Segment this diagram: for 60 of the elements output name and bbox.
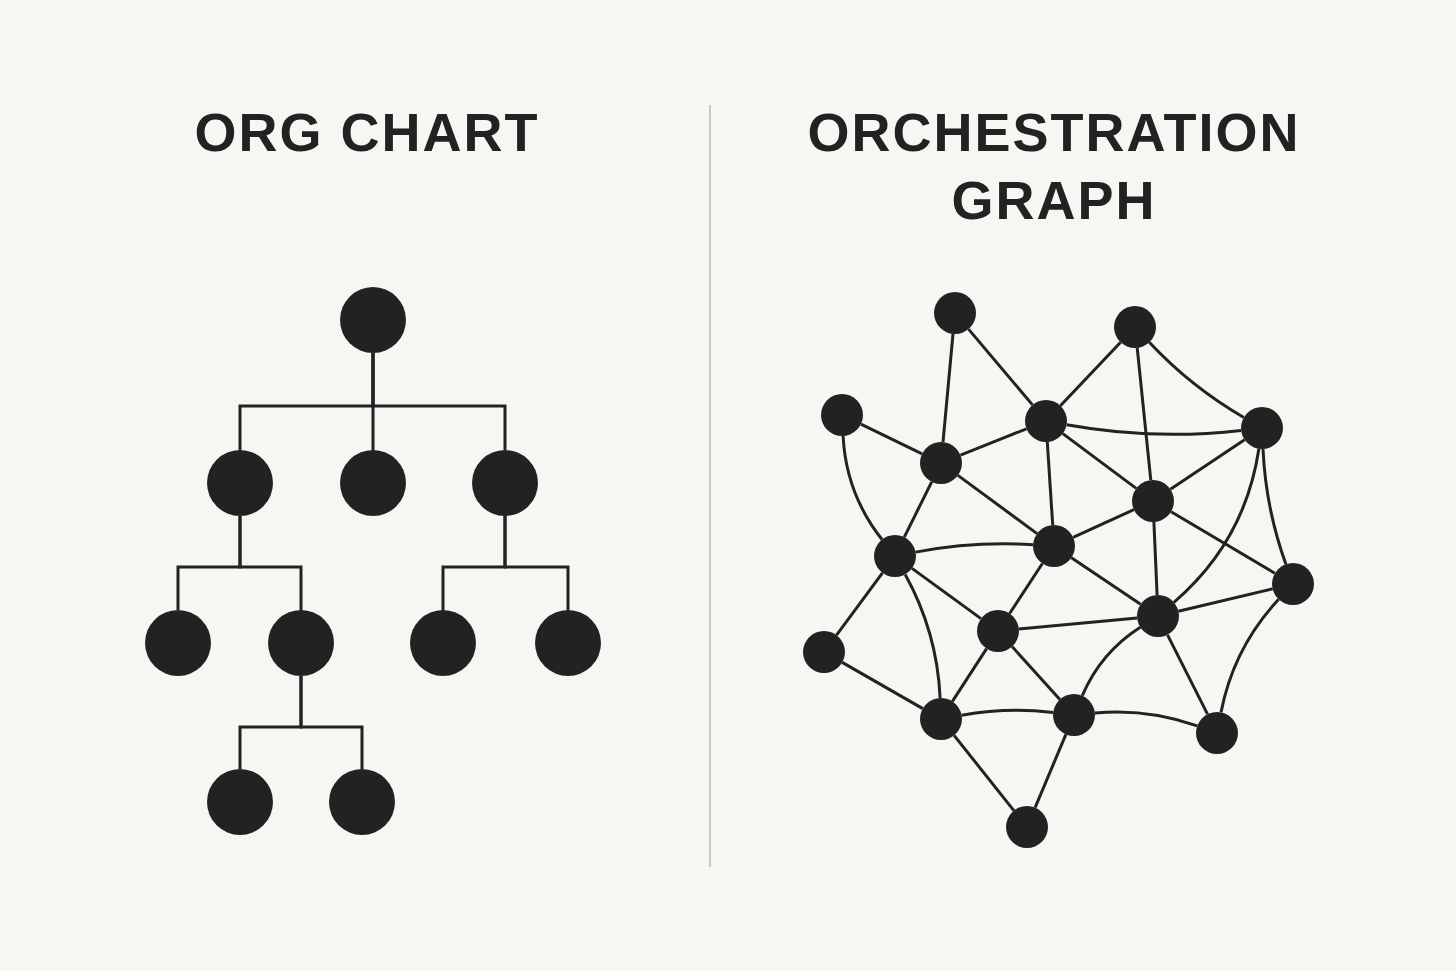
connector-line xyxy=(1178,587,1273,613)
node-circle xyxy=(977,610,1019,652)
node-circle xyxy=(1132,480,1174,522)
node-circle xyxy=(920,698,962,740)
node-circle xyxy=(1272,563,1314,605)
node-circle xyxy=(821,394,863,436)
connector-line xyxy=(961,708,1054,717)
connector-line xyxy=(1070,556,1142,606)
node-circle xyxy=(1053,694,1095,736)
connector-line xyxy=(371,353,507,450)
connector-line xyxy=(1018,616,1138,631)
connector-line xyxy=(299,676,364,769)
connector-line xyxy=(1061,432,1138,490)
connector-line xyxy=(1072,508,1135,539)
connector-line xyxy=(1033,733,1068,809)
connector-line xyxy=(967,328,1034,406)
panel-heading: ORCHESTRATION GRAPH xyxy=(806,101,1302,232)
connector-line xyxy=(915,542,1034,554)
connector-line xyxy=(1080,626,1142,697)
connector-line xyxy=(951,647,988,703)
connector-line xyxy=(860,422,923,456)
connector-line xyxy=(238,516,303,610)
connector-line xyxy=(1172,448,1261,604)
connector-line xyxy=(1066,423,1242,436)
node-circle xyxy=(874,535,916,577)
connector-line xyxy=(1135,347,1153,481)
connector-line xyxy=(841,661,924,710)
connector-line xyxy=(911,567,982,620)
connector-line xyxy=(1008,562,1044,615)
connector-line xyxy=(959,427,1028,457)
connector-line xyxy=(1045,441,1055,526)
connector-line xyxy=(902,481,934,538)
node-circle xyxy=(1196,712,1238,754)
connector-line xyxy=(1166,634,1209,715)
connector-line xyxy=(1261,448,1288,565)
node-circle xyxy=(1114,306,1156,348)
connector-line xyxy=(1170,510,1276,575)
connector-line xyxy=(503,516,570,610)
panel-heading: ORG CHART xyxy=(193,101,541,164)
node-circle xyxy=(1033,525,1075,567)
node-circle xyxy=(1137,595,1179,637)
connector-line xyxy=(1152,521,1159,596)
node-circle xyxy=(920,442,962,484)
connector-line xyxy=(1219,598,1280,713)
connector-line xyxy=(1094,710,1198,728)
connector-line xyxy=(841,435,884,541)
connector-line xyxy=(903,573,942,699)
connector-line xyxy=(957,474,1038,535)
connector-line xyxy=(1148,341,1245,419)
connector-line xyxy=(952,734,1016,812)
node-circle xyxy=(1006,806,1048,848)
connector-line xyxy=(1011,645,1061,701)
node-circle xyxy=(934,292,976,334)
node-circle xyxy=(1025,400,1067,442)
connector-line xyxy=(835,572,884,636)
connector-line xyxy=(1169,438,1246,491)
connector-line xyxy=(941,333,955,443)
node-circle xyxy=(803,631,845,673)
node-circle xyxy=(1241,407,1283,449)
connector-line xyxy=(1059,341,1122,407)
